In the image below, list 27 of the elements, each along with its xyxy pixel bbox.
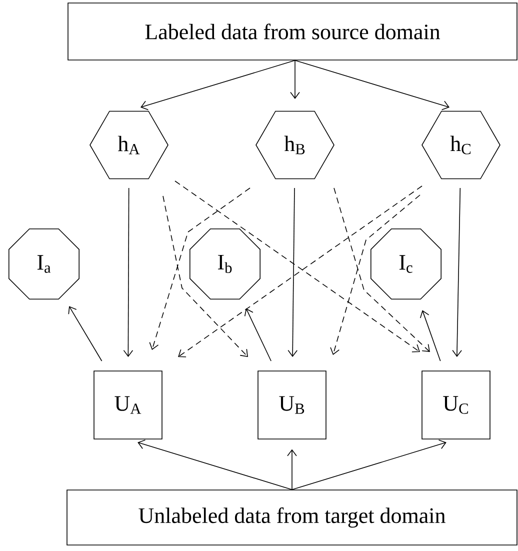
hexagon-node: h$_{B}$ — [256, 110, 334, 180]
arrow — [287, 449, 297, 490]
arrow — [140, 60, 296, 110]
arrow — [290, 60, 300, 99]
dashed-arrow — [334, 188, 430, 352]
arrow — [68, 306, 102, 362]
octagon-node: I$_{a}$ — [8, 228, 80, 300]
arrow — [294, 60, 450, 110]
arrow — [123, 188, 134, 357]
arrow — [292, 440, 446, 490]
octagon-node: I$_{b}$ — [190, 228, 260, 300]
arrow — [452, 188, 462, 357]
octagon-node: I$_{c}$ — [370, 228, 442, 300]
arrow — [420, 310, 441, 362]
hexagon-node: h$_{A}$ — [90, 110, 168, 180]
arrow — [244, 308, 272, 362]
arrow — [288, 188, 298, 357]
square-node: U$_{A}$ — [94, 370, 162, 440]
square-node: U$_{B}$ — [258, 370, 326, 440]
dashed-arrow — [162, 196, 248, 357]
data-box: Unlabeled data from target domain — [66, 490, 518, 546]
data-box: Labeled data from source domain — [68, 2, 518, 60]
hexagon-node: h$_{C}$ — [422, 110, 500, 180]
arrow — [138, 440, 292, 490]
square-node: U$_{C}$ — [422, 370, 490, 440]
dashed-arrow — [149, 188, 250, 350]
dashed-arrow — [330, 194, 420, 355]
